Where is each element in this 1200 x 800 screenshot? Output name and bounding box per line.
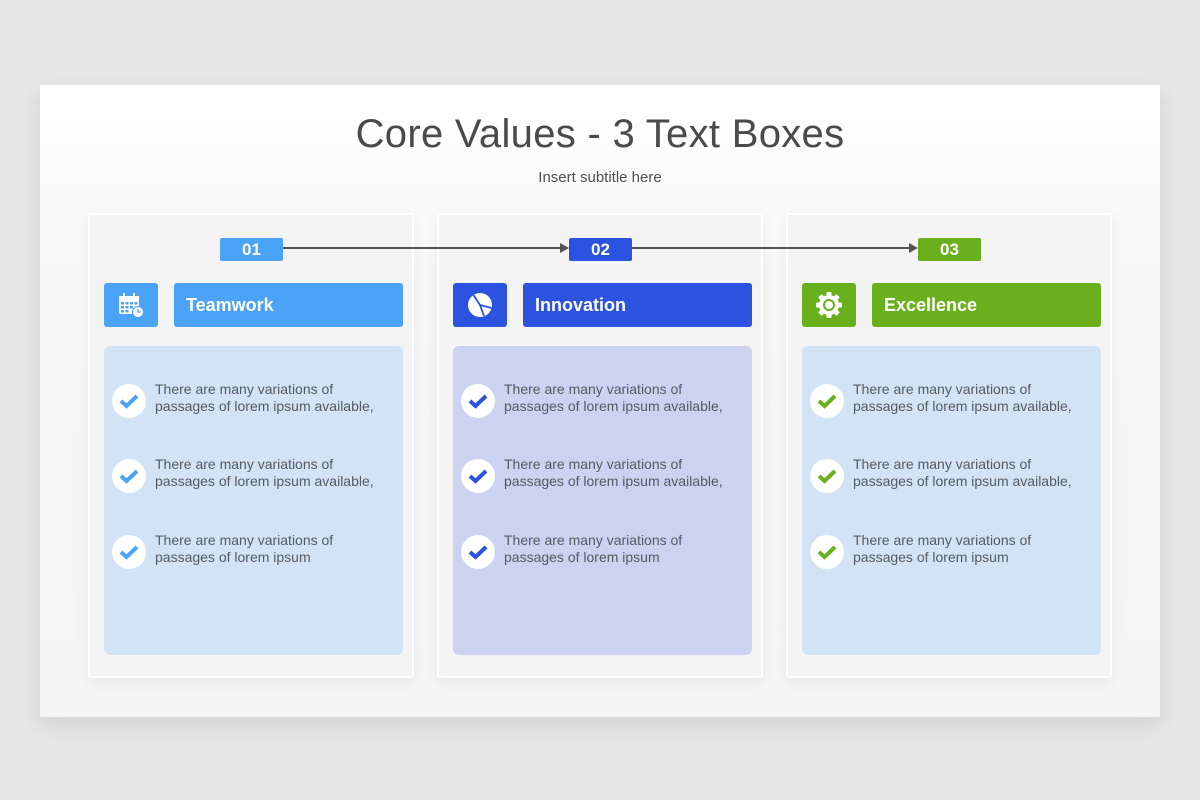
item-text-line: passages of lorem ipsum available, bbox=[853, 398, 1072, 414]
item-text-line: passages of lorem ipsum bbox=[504, 549, 660, 565]
item-text-line: passages of lorem ipsum bbox=[853, 549, 1009, 565]
item-text-line: There are many variations of bbox=[853, 381, 1032, 397]
item-text-line: passages of lorem ipsum available, bbox=[155, 398, 374, 414]
checkmark-icon bbox=[468, 545, 488, 560]
check-badge bbox=[112, 459, 146, 493]
checkmark-icon bbox=[817, 545, 837, 560]
icon-tile-teamwork bbox=[104, 283, 158, 327]
checkmark-icon bbox=[468, 394, 488, 409]
card-teamwork: 01 Teamwork There are many variations of… bbox=[88, 213, 414, 678]
card-heading-innovation: Innovation bbox=[523, 283, 752, 327]
card-excellence: 03 Excellence There are many variati bbox=[786, 213, 1112, 678]
checkmark-icon bbox=[119, 545, 139, 560]
step-badge-01: 01 bbox=[220, 238, 283, 261]
icon-tile-excellence bbox=[802, 283, 856, 327]
item-text-line: There are many variations of bbox=[504, 381, 683, 397]
item-text-line: passages of lorem ipsum bbox=[155, 549, 311, 565]
check-badge bbox=[810, 459, 844, 493]
item-text-line: There are many variations of bbox=[853, 456, 1032, 472]
item-text-line: There are many variations of bbox=[155, 381, 334, 397]
check-badge bbox=[112, 535, 146, 569]
item-text-line: There are many variations of bbox=[155, 456, 334, 472]
item-text-line: There are many variations of bbox=[155, 532, 334, 548]
checkmark-icon bbox=[817, 394, 837, 409]
item-text-line: There are many variations of bbox=[504, 532, 683, 548]
step-badge-02: 02 bbox=[569, 238, 632, 261]
check-badge bbox=[112, 384, 146, 418]
pie-chart-icon bbox=[468, 293, 492, 317]
checkmark-icon bbox=[119, 394, 139, 409]
checkmark-icon bbox=[817, 469, 837, 484]
arrow-right-icon bbox=[909, 243, 918, 253]
arrow-right-icon bbox=[560, 243, 569, 253]
check-badge bbox=[461, 535, 495, 569]
item-text-line: passages of lorem ipsum available, bbox=[853, 473, 1072, 489]
card-heading-excellence: Excellence bbox=[872, 283, 1101, 327]
item-text-line: passages of lorem ipsum available, bbox=[155, 473, 374, 489]
item-text-line: There are many variations of bbox=[504, 456, 683, 472]
check-badge bbox=[810, 384, 844, 418]
check-badge bbox=[810, 535, 844, 569]
calendar-clock-icon bbox=[119, 293, 144, 318]
item-text-line: passages of lorem ipsum available, bbox=[504, 398, 723, 414]
check-badge bbox=[461, 384, 495, 418]
connector-line-1-2 bbox=[283, 247, 561, 249]
gear-icon bbox=[816, 292, 842, 318]
connector-line-2-3 bbox=[632, 247, 910, 249]
item-text-line: There are many variations of bbox=[853, 532, 1032, 548]
item-text-line: passages of lorem ipsum available, bbox=[504, 473, 723, 489]
checkmark-icon bbox=[119, 469, 139, 484]
slide-subtitle: Insert subtitle here bbox=[538, 169, 662, 186]
step-badge-03: 03 bbox=[918, 238, 981, 261]
card-heading-teamwork: Teamwork bbox=[174, 283, 403, 327]
slide-title: Core Values - 3 Text Boxes bbox=[355, 112, 845, 156]
card-innovation: 02 Innovation There are many variations … bbox=[437, 213, 763, 678]
check-badge bbox=[461, 459, 495, 493]
icon-tile-innovation bbox=[453, 283, 507, 327]
checkmark-icon bbox=[468, 469, 488, 484]
